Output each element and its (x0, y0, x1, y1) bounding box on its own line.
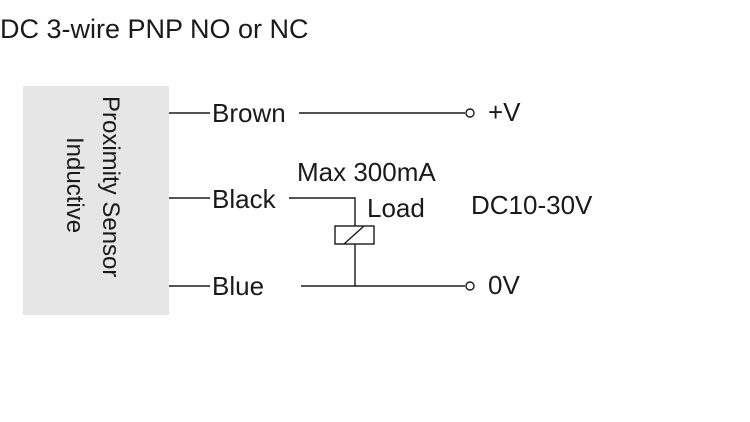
supply-voltage-label: DC10-30V (471, 190, 593, 220)
max-current-label: Max 300mA (297, 157, 436, 187)
positive-terminal (465, 108, 475, 118)
brown-wire-label: Brown (212, 98, 286, 128)
load-relay-diagonal (343, 225, 365, 245)
ground-terminal-label: 0V (488, 270, 520, 300)
ground-terminal (465, 281, 475, 291)
diagram-title: DC 3-wire PNP NO or NC (0, 14, 309, 44)
sensor-label-line2: Inductive (61, 137, 88, 233)
sensor-body (23, 86, 169, 315)
black-wire-lead (289, 197, 356, 226)
blue-wire-label: Blue (212, 271, 264, 301)
load-label: Load (367, 193, 425, 223)
sensor-label-line1: Proximity Sensor (97, 96, 124, 277)
positive-terminal-label: +V (488, 97, 521, 127)
black-wire-label: Black (212, 184, 277, 214)
